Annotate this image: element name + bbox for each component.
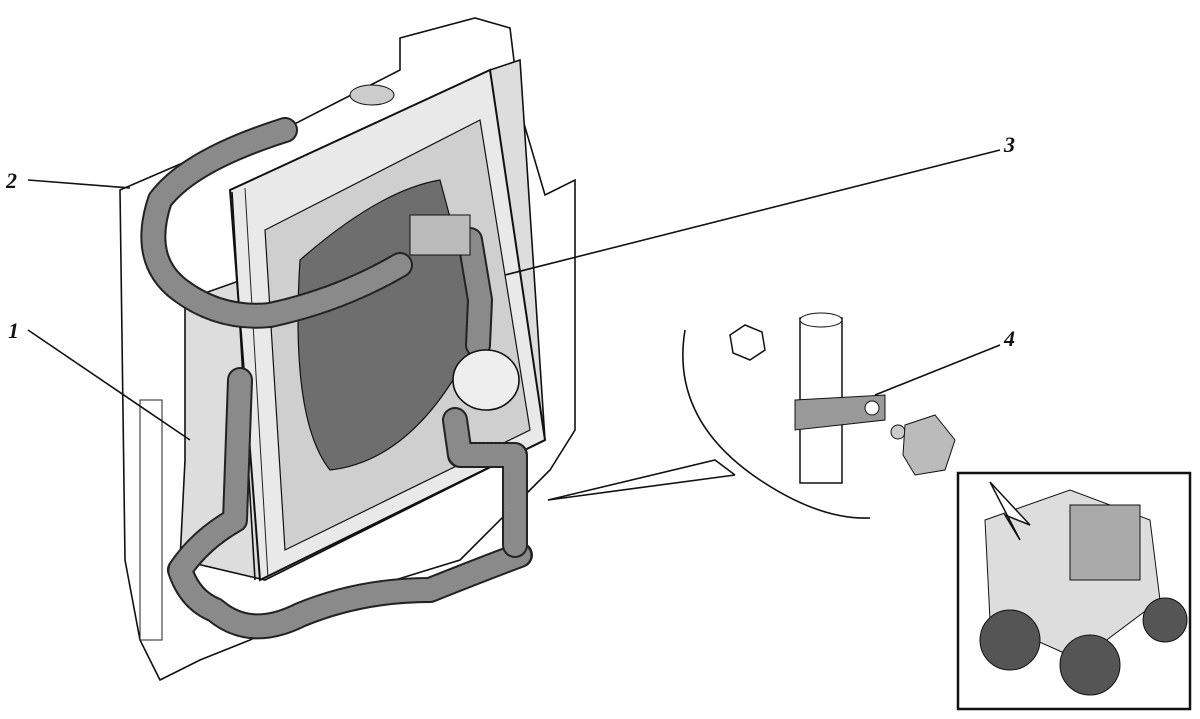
clamp [794,394,886,431]
callout-label-4: 4 [1003,326,1015,351]
detail-view-clamp [547,312,956,519]
callout-label-3: 3 [1003,132,1015,157]
mounting-panel [119,17,576,682]
valve-body [409,214,471,256]
leader-4 [874,344,1001,396]
nut [729,324,766,361]
leader-2 [27,179,131,189]
inset-vehicle-view [956,471,1192,711]
knob [902,414,956,476]
hinge-post [139,399,163,641]
expansion-tank [452,349,520,411]
callout-label-2: 2 [5,168,17,193]
coolant-hoses [140,117,533,640]
leader-1 [27,329,191,441]
callout-label-1: 1 [8,318,19,343]
bolt [890,424,906,440]
filler-cap [349,84,395,106]
leader-3 [504,149,1001,276]
callout-leaders [27,149,1001,441]
arrow-icon [989,481,1031,541]
